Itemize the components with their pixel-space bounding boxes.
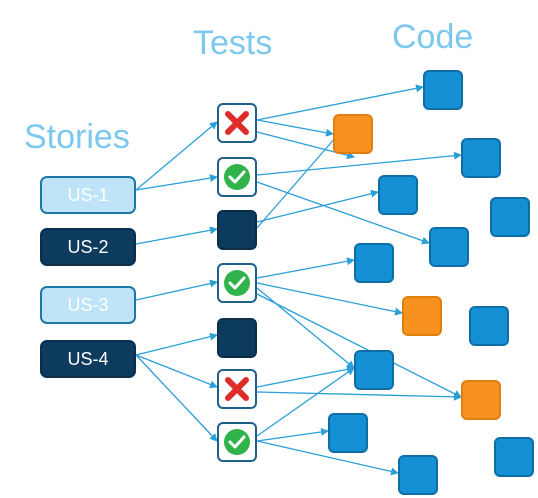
test-4-passed xyxy=(217,263,257,303)
connector-arrow xyxy=(256,181,430,245)
connector-arrow xyxy=(135,354,218,389)
connector-arrow xyxy=(256,365,355,388)
connector-arrow xyxy=(256,151,462,176)
story-label: US-4 xyxy=(67,348,109,369)
green-check-icon xyxy=(224,164,250,190)
code-unit-4 xyxy=(378,175,418,215)
code-unit-13 xyxy=(494,437,534,477)
code-heading: Code xyxy=(392,18,474,56)
red-x-icon xyxy=(225,377,249,401)
red-x-icon xyxy=(225,111,249,135)
test-6-failed xyxy=(217,369,257,409)
story-label: US-3 xyxy=(67,294,109,315)
connector-arrow xyxy=(135,226,218,245)
test-3-not-run xyxy=(217,210,257,250)
code-unit-1 xyxy=(423,70,463,110)
story-label: US-2 xyxy=(67,236,109,257)
connector-arrow xyxy=(135,279,218,301)
connector-arrow xyxy=(135,121,218,191)
code-unit-2 xyxy=(333,114,373,154)
story-us-3: US-3 xyxy=(40,286,136,324)
connector-arrow xyxy=(256,129,343,229)
connector-arrow xyxy=(256,282,403,316)
code-unit-6 xyxy=(429,227,469,267)
code-unit-14 xyxy=(398,455,438,495)
connector-arrow xyxy=(256,189,379,223)
green-check-icon xyxy=(224,429,250,455)
connector-arrow xyxy=(135,174,218,191)
code-unit-8 xyxy=(402,296,442,336)
code-unit-9 xyxy=(469,306,509,346)
test-1-failed xyxy=(217,103,257,143)
test-5-not-run xyxy=(217,318,257,358)
code-unit-12 xyxy=(328,413,368,453)
connector-arrow xyxy=(256,119,334,137)
code-unit-11 xyxy=(461,380,501,420)
code-unit-7 xyxy=(354,243,394,283)
connector-arrow xyxy=(256,440,399,476)
story-label: US-1 xyxy=(67,184,109,205)
test-7-passed xyxy=(217,422,257,462)
story-us-2: US-2 xyxy=(40,228,136,266)
connector-arrow xyxy=(256,287,355,369)
connector-arrow xyxy=(256,257,355,279)
story-us-1: US-1 xyxy=(40,176,136,214)
connector-arrow xyxy=(135,332,218,356)
connector-arrow xyxy=(256,293,462,398)
stories-heading: Stories xyxy=(24,118,130,156)
connector-arrow xyxy=(135,354,218,442)
connector-arrow xyxy=(256,84,424,121)
code-unit-10 xyxy=(354,350,394,390)
story-us-4: US-4 xyxy=(40,340,136,378)
green-check-icon xyxy=(224,270,250,296)
connector-arrow xyxy=(256,367,355,437)
test-2-passed xyxy=(217,157,257,197)
code-unit-5 xyxy=(490,197,530,237)
tests-heading: Tests xyxy=(193,24,273,62)
connector-arrow xyxy=(256,391,462,401)
code-unit-3 xyxy=(461,138,501,178)
connector-arrow xyxy=(256,428,329,442)
